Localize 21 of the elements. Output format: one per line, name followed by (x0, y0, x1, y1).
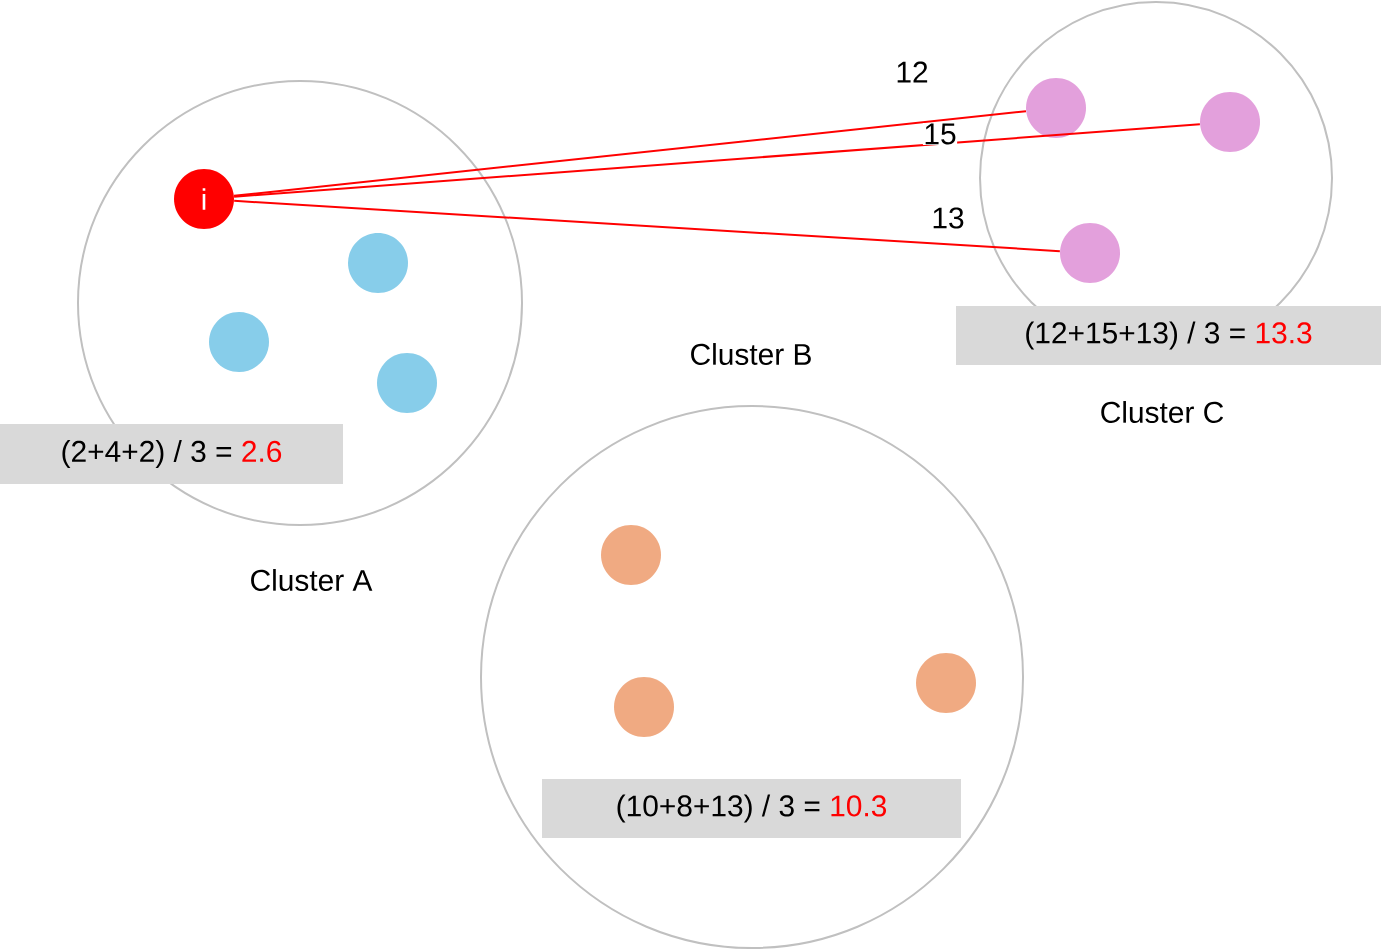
cluster-label: Cluster A (251, 569, 373, 591)
data-point (614, 677, 674, 737)
connector-line (233, 199, 1061, 253)
data-point (209, 312, 269, 372)
cluster-label: Cluster C (1101, 401, 1224, 423)
edge-label: 12 (894, 61, 930, 83)
data-point (601, 525, 661, 585)
connector-line (233, 110, 1027, 197)
formula-box: (12+15+13) / 3 = 13.3 (956, 306, 1381, 365)
data-point (1026, 78, 1086, 138)
data-point (916, 653, 976, 713)
formula-box: (10+8+13) / 3 = 10.3 (542, 779, 961, 838)
edge-label: 13 (930, 206, 966, 230)
data-point (377, 353, 437, 413)
data-point (1200, 92, 1260, 152)
cluster-label: Cluster B (691, 343, 811, 365)
connector-line (233, 123, 1201, 198)
edge-label: 15 (922, 123, 958, 145)
data-point (1060, 223, 1120, 283)
data-point (348, 233, 408, 293)
formula-box: (2+4+2) / 3 = 2.6 (0, 424, 343, 484)
